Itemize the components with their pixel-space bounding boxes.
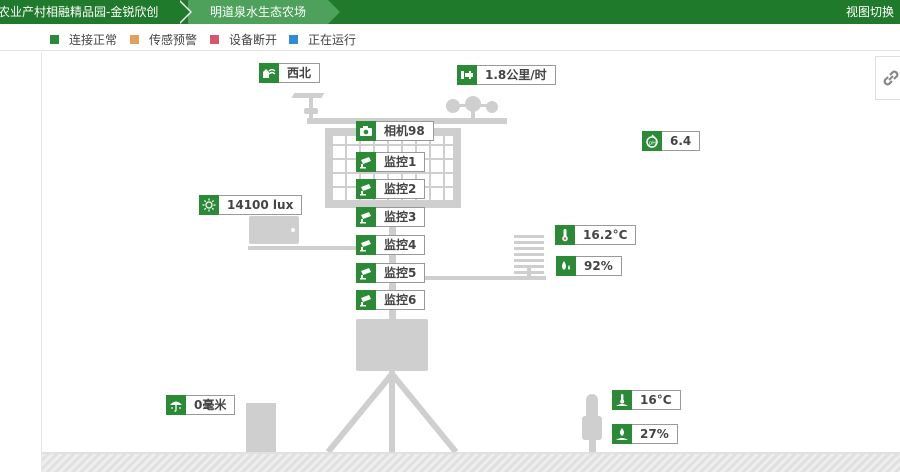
ph-reading[interactable]: pH 6.4 (642, 131, 701, 151)
breadcrumb-farm[interactable]: 明道泉水生态农场 (188, 0, 328, 24)
ground (42, 452, 900, 472)
wind-vane-head (304, 108, 318, 114)
link-icon (883, 70, 899, 86)
humidity-value: 92% (576, 256, 622, 276)
breadcrumb-end-arrow (328, 0, 340, 24)
monitor-2-label: 监控2 (376, 179, 426, 199)
wind-vane-tail (291, 93, 325, 98)
camera-icon (356, 121, 376, 141)
view-toggle-button[interactable]: 视图切换 (845, 5, 894, 19)
tripod-legs (325, 372, 459, 454)
rainfall-reading[interactable]: 0毫米 (166, 395, 236, 415)
status-legend: 连接正常 传感预警 设备断开 正在运行 (0, 24, 900, 51)
light-sensor-dot (291, 228, 295, 232)
monitor-4[interactable]: 监控4 (356, 235, 426, 255)
cctv-icon (356, 290, 376, 310)
camera-value: 相机98 (376, 121, 434, 141)
wind-speed-value: 1.8公里/时 (477, 65, 556, 85)
wind-direction-reading[interactable]: 西北 (259, 63, 321, 83)
top-bar: 农业产村相融精品园-金锐欣创 明道泉水生态农场 视图切换 (0, 0, 900, 24)
cctv-icon (356, 207, 376, 227)
air-temperature-reading[interactable]: 16.2°C (555, 225, 637, 245)
wind-direction-value: 西北 (279, 63, 321, 83)
legend-disconnected: 设备断开 (210, 31, 277, 48)
sun-icon (199, 195, 219, 215)
legend-connected: 连接正常 (50, 31, 117, 48)
wind-speed-icon (457, 65, 477, 85)
soil-temperature-reading[interactable]: 16°C (612, 390, 681, 410)
anemometer-arm (452, 104, 496, 107)
legend-running: 正在运行 (289, 31, 356, 48)
soil-probe-top (586, 394, 598, 418)
wind-vane-rod (309, 96, 313, 118)
air-temperature-value: 16.2°C (575, 225, 637, 245)
breadcrumb-park[interactable]: 农业产村相融精品园-金锐欣创 (0, 0, 184, 24)
water-drop-icon (556, 256, 576, 276)
monitor-3-label: 监控3 (376, 207, 426, 227)
right-arm (396, 276, 546, 280)
legend-swatch (289, 35, 298, 44)
breadcrumb-separator-arrow (178, 0, 190, 24)
wind-direction-icon (259, 63, 279, 83)
left-arm (248, 246, 391, 250)
ph-value: 6.4 (662, 131, 701, 151)
monitor-5-label: 监控5 (376, 263, 426, 283)
monitor-1[interactable]: 监控1 (356, 152, 426, 172)
rain-icon (166, 395, 186, 415)
soil-moisture-reading[interactable]: 27% (612, 424, 678, 444)
cctv-icon (356, 263, 376, 283)
rain-gauge (246, 403, 276, 453)
link-tool-button[interactable] (875, 56, 900, 100)
monitor-3[interactable]: 监控3 (356, 207, 426, 227)
cctv-icon (356, 152, 376, 172)
ph-icon: pH (642, 131, 662, 151)
humidity-reading[interactable]: 92% (556, 256, 622, 276)
monitor-4-label: 监控4 (376, 235, 426, 255)
svg-text:pH: pH (649, 141, 656, 147)
soil-moisture-value: 27% (632, 424, 678, 444)
wind-speed-reading[interactable]: 1.8公里/时 (457, 65, 556, 85)
legend-swatch (130, 35, 139, 44)
light-value: 14100 lux (219, 195, 303, 215)
anemometer-rod (471, 106, 475, 120)
tripod-center-leg (389, 371, 395, 455)
monitor-2[interactable]: 监控2 (356, 179, 426, 199)
monitor-6[interactable]: 监控6 (356, 290, 426, 310)
legend-swatch (210, 35, 219, 44)
legend-warning: 传感预警 (130, 31, 197, 48)
soil-probe-head (582, 416, 602, 440)
legend-swatch (50, 35, 59, 44)
soil-moisture-icon (612, 424, 632, 444)
camera-reading[interactable]: 相机98 (356, 121, 434, 141)
monitor-6-label: 监控6 (376, 290, 426, 310)
anemometer-cup-right (486, 101, 498, 113)
light-sensor-box (249, 216, 299, 244)
rainfall-value: 0毫米 (186, 395, 236, 415)
monitor-1-label: 监控1 (376, 152, 426, 172)
radiation-shield-rod (527, 266, 531, 278)
thermometer-icon (555, 225, 575, 245)
cctv-icon (356, 235, 376, 255)
light-reading[interactable]: 14100 lux (199, 195, 303, 215)
left-gutter (0, 52, 42, 472)
controller-box (356, 319, 428, 371)
monitor-5[interactable]: 监控5 (356, 263, 426, 283)
cctv-icon (356, 179, 376, 199)
soil-temperature-value: 16°C (632, 390, 681, 410)
soil-temperature-icon (612, 390, 632, 410)
